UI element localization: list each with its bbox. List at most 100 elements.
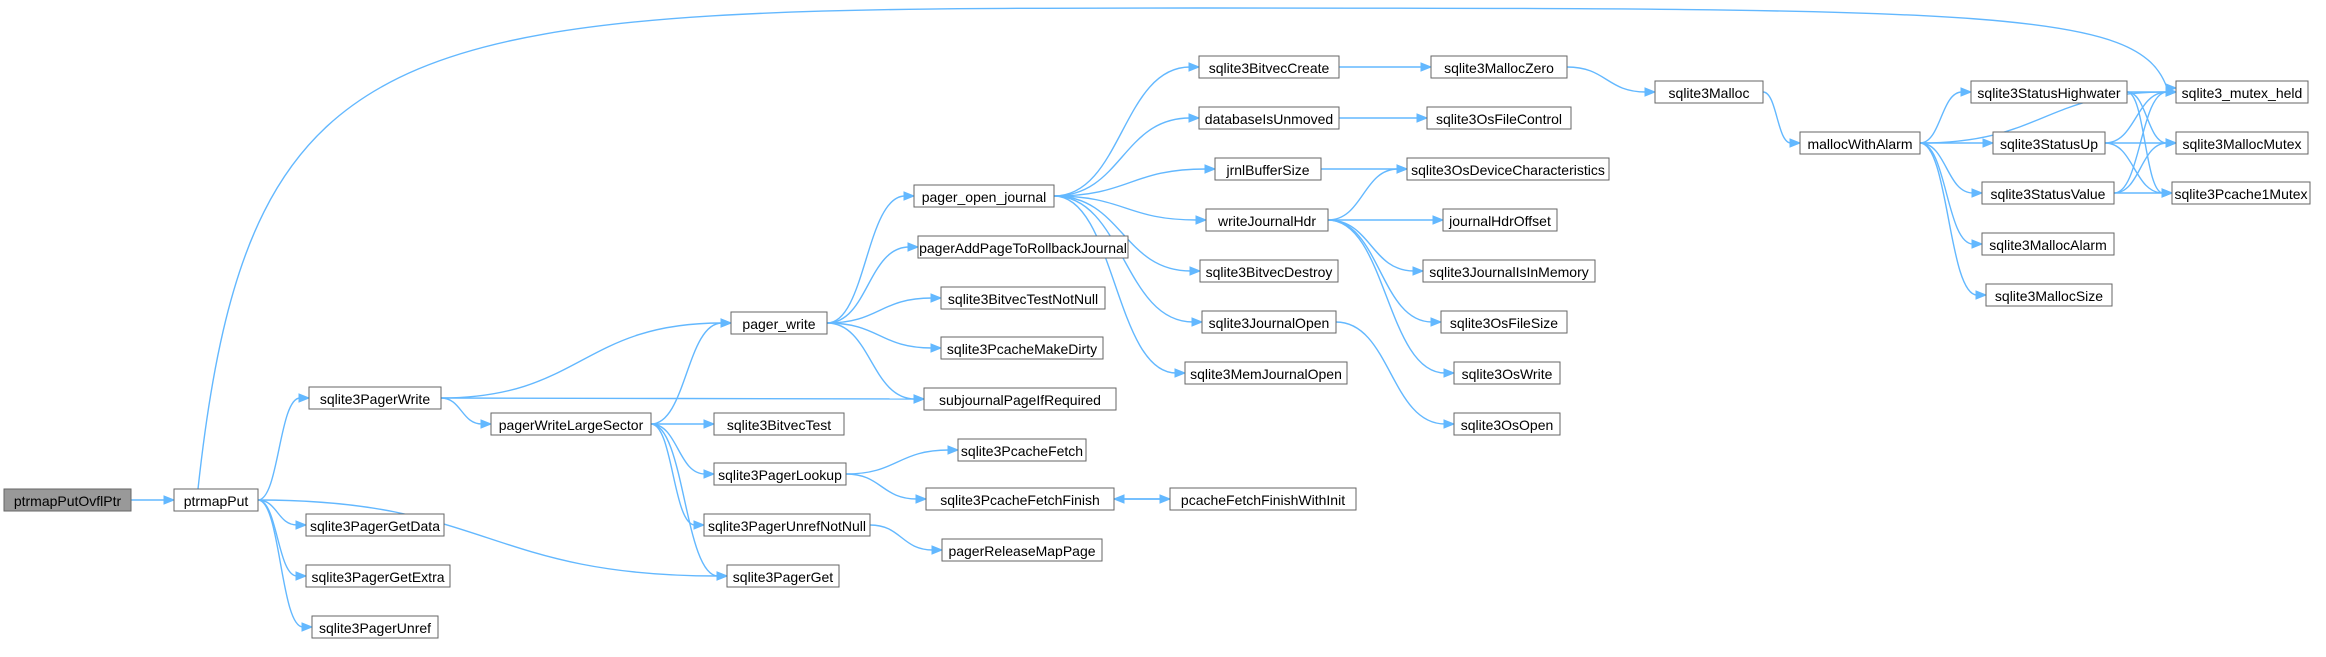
- node-label: ptrmapPut: [184, 493, 249, 509]
- node-sqlite3-bitvec-test[interactable]: sqlite3BitvecTest: [713, 412, 845, 436]
- edge-pager-write-large-sector-to-sqlite3-pager-unref-not-null: [650, 423, 706, 530]
- node-box: [730, 311, 828, 335]
- node-box: [1440, 310, 1568, 334]
- node-sqlite3-pcache-make-dirty[interactable]: sqlite3PcacheMakeDirty: [940, 336, 1104, 360]
- edge-sqlite3-pager-write-to-pager-write: [440, 318, 733, 399]
- node-label: sqlite3OsWrite: [1462, 366, 1553, 382]
- node-sqlite3-malloc[interactable]: sqlite3Malloc: [1654, 80, 1764, 104]
- node-write-journal-hdr[interactable]: writeJournalHdr: [1205, 208, 1329, 232]
- edge-database-is-unmoved-to-sqlite3-os-file-control: [1339, 113, 1429, 123]
- node-sqlite3-malloc-mutex[interactable]: sqlite3MallocMutex: [2175, 131, 2309, 155]
- edge-sqlite3-pager-unref-not-null-to-pager-release-map-page: [869, 524, 944, 555]
- edge-ptrmap-put-to-sqlite3-pager-write: [257, 393, 311, 501]
- node-box: [1981, 181, 2115, 205]
- node-label: sqlite3MallocSize: [1995, 288, 2103, 304]
- edge-pager-open-journal-to-jrnl-buffer-size: [1053, 164, 1217, 197]
- node-journal-hdr-offset[interactable]: journalHdrOffset: [1442, 208, 1558, 232]
- node-label: sqlite3BitvecDestroy: [1206, 264, 1333, 280]
- node-box: [726, 564, 840, 588]
- node-box: [1199, 259, 1339, 283]
- node-box: [1169, 487, 1357, 511]
- node-pager-open-journal[interactable]: pager_open_journal: [913, 184, 1055, 208]
- node-sqlite3-os-file-size[interactable]: sqlite3OsFileSize: [1440, 310, 1568, 334]
- node-sqlite3-os-file-control[interactable]: sqlite3OsFileControl: [1426, 106, 1572, 130]
- node-sqlite3-status-value[interactable]: sqlite3StatusValue: [1981, 181, 2115, 205]
- node-label: ptrmapPutOvflPtr: [14, 493, 122, 509]
- node-label: sqlite3Malloc: [1669, 85, 1750, 101]
- node-box: [308, 386, 442, 410]
- node-box: [1205, 208, 1329, 232]
- edge-pager-write-large-sector-to-sqlite3-pager-lookup: [650, 423, 716, 479]
- node-subjournal-page-if-required[interactable]: subjournalPageIfRequired: [923, 387, 1117, 411]
- node-sqlite3-pager-get-extra[interactable]: sqlite3PagerGetExtra: [305, 564, 451, 588]
- node-sqlite3-pager-unref[interactable]: sqlite3PagerUnref: [311, 615, 439, 639]
- edge-sqlite3-status-value-to-sqlite3-malloc-mutex: [2113, 138, 2178, 194]
- node-ptrmap-put[interactable]: ptrmapPut: [173, 488, 259, 512]
- node-database-is-unmoved[interactable]: databaseIsUnmoved: [1198, 106, 1340, 130]
- node-jrnl-buffer-size[interactable]: jrnlBufferSize: [1214, 157, 1322, 181]
- node-box: [917, 235, 1129, 259]
- node-sqlite3-os-write[interactable]: sqlite3OsWrite: [1453, 361, 1561, 385]
- node-sqlite3-bitvec-create[interactable]: sqlite3BitvecCreate: [1198, 55, 1340, 79]
- node-box: [1442, 208, 1558, 232]
- node-sqlite3-pcache-fetch[interactable]: sqlite3PcacheFetch: [957, 438, 1087, 462]
- node-sqlite3-pager-write[interactable]: sqlite3PagerWrite: [308, 386, 442, 410]
- node-label: sqlite3BitvecTest: [727, 417, 831, 433]
- node-box: [703, 513, 871, 537]
- node-label: sqlite3PagerUnrefNotNull: [708, 518, 866, 534]
- node-sqlite3-bitvec-test-not-null[interactable]: sqlite3BitvecTestNotNull: [940, 286, 1106, 310]
- node-label: sqlite3Pcache1Mutex: [2174, 186, 2307, 202]
- node-label: sqlite3OsOpen: [1461, 417, 1554, 433]
- node-sqlite3-status-up[interactable]: sqlite3StatusUp: [1992, 131, 2106, 155]
- node-box: [941, 538, 1103, 562]
- node-pager-release-map-page[interactable]: pagerReleaseMapPage: [941, 538, 1103, 562]
- node-box: [1985, 283, 2113, 307]
- node-sqlite3-malloc-zero[interactable]: sqlite3MallocZero: [1430, 55, 1568, 79]
- node-malloc-with-alarm[interactable]: mallocWithAlarm: [1799, 131, 1921, 155]
- node-label: sqlite3MallocAlarm: [1989, 237, 2106, 253]
- edge-sqlite3-pager-write-to-pager-write-large-sector: [440, 397, 493, 429]
- edge-sqlite3-bitvec-create-to-sqlite3-malloc-zero: [1339, 62, 1433, 72]
- edge-ptrmap-put-to-sqlite3-pager-unref: [257, 499, 314, 632]
- node-sqlite3-pcache-fetch-finish[interactable]: sqlite3PcacheFetchFinish: [925, 487, 1115, 511]
- node-sqlite3-pcache1-mutex[interactable]: sqlite3Pcache1Mutex: [2171, 181, 2311, 205]
- edge-sqlite3-status-value-to-sqlite3-mutex-held: [2113, 87, 2178, 194]
- edge-sqlite3-malloc-to-malloc-with-alarm: [1762, 91, 1802, 148]
- node-sqlite3-pager-unref-not-null[interactable]: sqlite3PagerUnrefNotNull: [703, 513, 871, 537]
- node-ptrmap-put-ovfl-ptr: ptrmapPutOvflPtr: [3, 488, 132, 512]
- node-pcache-fetch-finish-with-init[interactable]: pcacheFetchFinishWithInit: [1169, 487, 1357, 511]
- edge-pager-open-journal-to-sqlite3-mem-journal-open: [1053, 195, 1187, 378]
- edge-pager-open-journal-to-write-journal-hdr: [1053, 195, 1208, 225]
- node-label: pagerWriteLargeSector: [499, 417, 644, 433]
- node-label: sqlite3MemJournalOpen: [1190, 366, 1342, 382]
- node-sqlite3-journal-is-in-memory[interactable]: sqlite3JournalIsInMemory: [1422, 259, 1596, 283]
- node-box: [305, 564, 451, 588]
- node-sqlite3-os-device-characteristics[interactable]: sqlite3OsDeviceCharacteristics: [1406, 157, 1610, 181]
- node-box: [1453, 361, 1561, 385]
- node-sqlite3-status-highwater[interactable]: sqlite3StatusHighwater: [1970, 80, 2128, 104]
- node-sqlite3-pager-get-data[interactable]: sqlite3PagerGetData: [305, 513, 445, 537]
- node-box: [925, 487, 1115, 511]
- node-box: [1198, 55, 1340, 79]
- node-pager-write[interactable]: pager_write: [730, 311, 828, 335]
- node-sqlite3-mem-journal-open[interactable]: sqlite3MemJournalOpen: [1184, 361, 1348, 385]
- edge-write-journal-hdr-to-sqlite3-journal-is-in-memory: [1327, 219, 1425, 276]
- node-label: sqlite3StatusValue: [1991, 186, 2106, 202]
- node-label: sqlite3StatusUp: [2000, 136, 2098, 152]
- node-box: [3, 488, 132, 512]
- node-sqlite3-malloc-size[interactable]: sqlite3MallocSize: [1985, 283, 2113, 307]
- node-sqlite3-journal-open[interactable]: sqlite3JournalOpen: [1201, 310, 1337, 334]
- node-sqlite3-pager-lookup[interactable]: sqlite3PagerLookup: [713, 462, 847, 486]
- edge-pager-open-journal-to-sqlite3-bitvec-destroy: [1053, 195, 1202, 276]
- node-pager-write-large-sector[interactable]: pagerWriteLargeSector: [490, 412, 652, 436]
- node-sqlite3-mutex-held[interactable]: sqlite3_mutex_held: [2175, 80, 2309, 104]
- node-sqlite3-bitvec-destroy[interactable]: sqlite3BitvecDestroy: [1199, 259, 1339, 283]
- node-sqlite3-os-open[interactable]: sqlite3OsOpen: [1453, 412, 1561, 436]
- node-label: sqlite3PagerLookup: [718, 467, 842, 483]
- node-label: sqlite3PagerWrite: [320, 391, 430, 407]
- node-sqlite3-malloc-alarm[interactable]: sqlite3MallocAlarm: [1981, 232, 2115, 256]
- node-sqlite3-pager-get[interactable]: sqlite3PagerGet: [726, 564, 840, 588]
- node-pager-add-page-to-rollback-journal[interactable]: pagerAddPageToRollbackJournal: [917, 235, 1129, 259]
- node-label: sqlite3PcacheMakeDirty: [947, 341, 1097, 357]
- edge-pager-write-to-sqlite3-pcache-make-dirty: [826, 322, 943, 353]
